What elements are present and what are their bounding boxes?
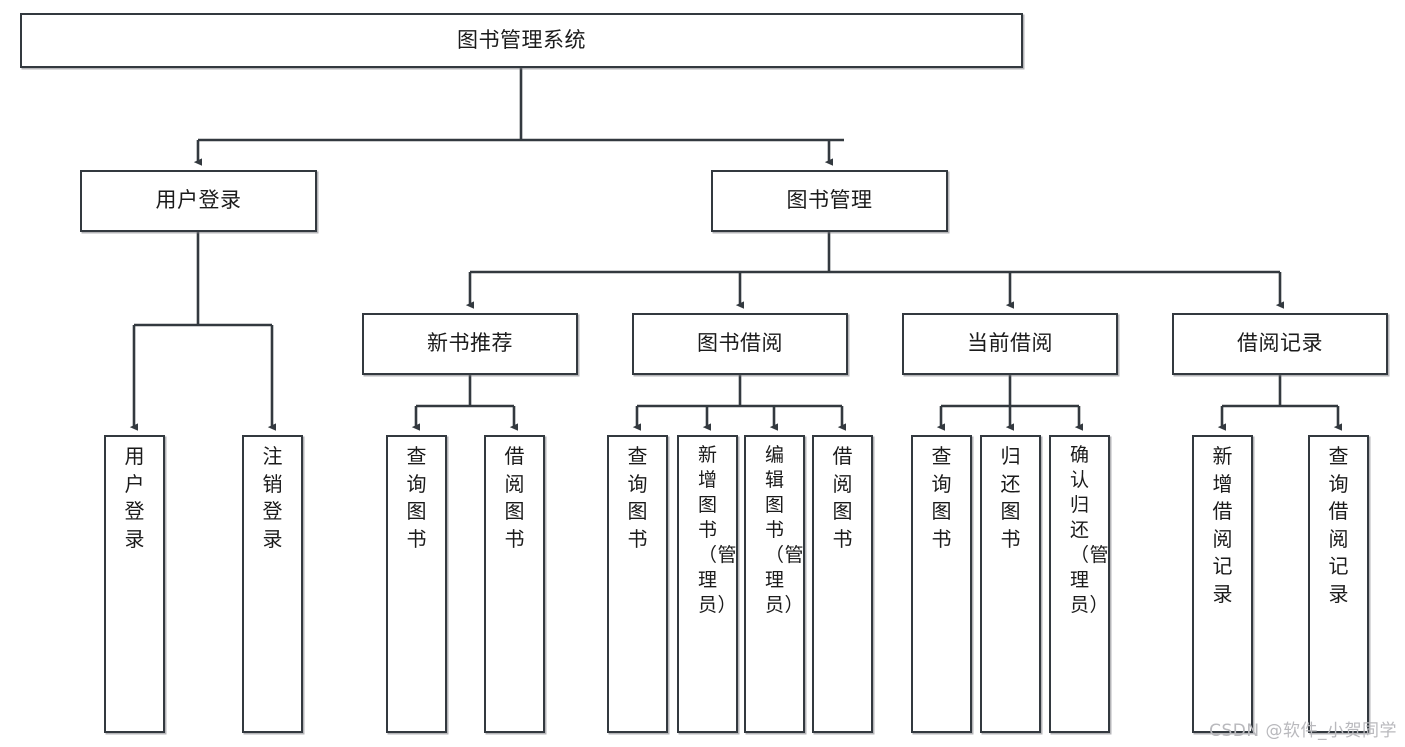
- node-label: 归还图书: [1000, 444, 1021, 551]
- node-label: 用户登录: [155, 188, 242, 213]
- node-label: 编辑图书（管理员）: [765, 444, 805, 617]
- node-label: 查询图书: [406, 444, 427, 551]
- node-leaf-query-borrow-record[interactable]: 查询借阅记录: [1308, 435, 1369, 733]
- node-leaf-user-login[interactable]: 用户登录: [104, 435, 165, 733]
- node-label: 用户登录: [124, 444, 145, 551]
- node-label: 当前借阅: [967, 331, 1053, 356]
- node-user-login[interactable]: 用户登录: [80, 170, 317, 232]
- node-leaf-borrow-book-recommend[interactable]: 借阅图书: [484, 435, 545, 733]
- node-leaf-edit-book-admin[interactable]: 编辑图书（管理员）: [744, 435, 805, 733]
- node-label: 查询图书: [931, 444, 952, 551]
- node-leaf-logout[interactable]: 注销登录: [242, 435, 303, 733]
- node-label: 查询借阅记录: [1328, 444, 1349, 606]
- node-label: 新增借阅记录: [1212, 444, 1233, 606]
- csdn-watermark: CSDN @软件_小贺同学: [1209, 721, 1397, 741]
- node-leaf-add-borrow-record[interactable]: 新增借阅记录: [1192, 435, 1253, 733]
- node-label: 图书管理系统: [457, 27, 586, 52]
- node-new-book-recommend[interactable]: 新书推荐: [362, 313, 578, 375]
- node-leaf-query-book-borrow[interactable]: 查询图书: [607, 435, 668, 733]
- node-leaf-confirm-return-admin[interactable]: 确认归还（管理员）: [1049, 435, 1110, 733]
- node-borrow-record[interactable]: 借阅记录: [1172, 313, 1388, 375]
- node-book-management-system[interactable]: 图书管理系统: [20, 13, 1023, 68]
- node-leaf-return-book[interactable]: 归还图书: [980, 435, 1041, 733]
- node-leaf-borrow-book[interactable]: 借阅图书: [812, 435, 873, 733]
- node-label: 查询图书: [627, 444, 648, 551]
- node-current-borrow[interactable]: 当前借阅: [902, 313, 1118, 375]
- node-leaf-query-book-current[interactable]: 查询图书: [911, 435, 972, 733]
- node-label: 图书管理: [786, 188, 873, 213]
- node-label: 确认归还（管理员）: [1070, 444, 1110, 617]
- node-leaf-add-book-admin[interactable]: 新增图书（管理员）: [677, 435, 738, 733]
- node-book-borrow[interactable]: 图书借阅: [632, 313, 848, 375]
- node-label: 借阅记录: [1237, 331, 1323, 356]
- node-label: 图书借阅: [697, 331, 783, 356]
- node-label: 借阅图书: [832, 444, 853, 551]
- node-label: 新书推荐: [427, 331, 513, 356]
- node-book-management[interactable]: 图书管理: [711, 170, 948, 232]
- node-leaf-query-book-recommend[interactable]: 查询图书: [386, 435, 447, 733]
- node-label: 注销登录: [262, 444, 283, 551]
- node-label: 新增图书（管理员）: [698, 444, 738, 617]
- node-label: 借阅图书: [504, 444, 525, 551]
